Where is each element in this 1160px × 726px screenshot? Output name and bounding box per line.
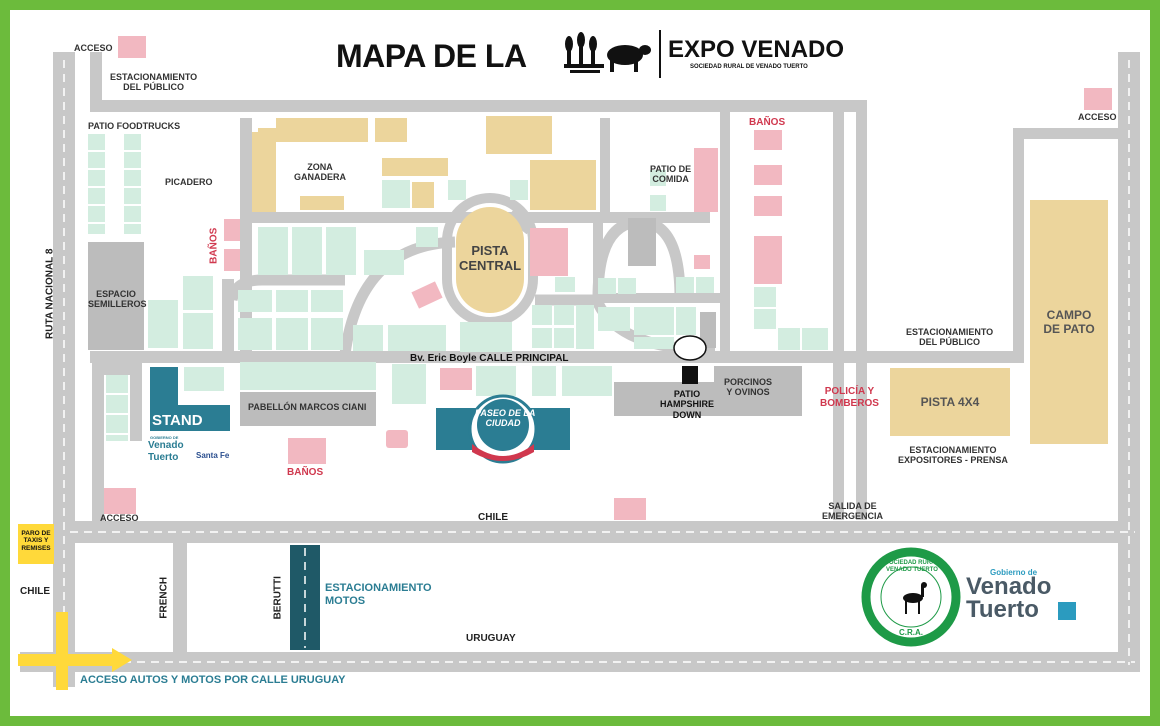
label-est-publico-right: ESTACIONAMIENTO DEL PÚBLICO bbox=[906, 327, 994, 348]
label-salida: SALIDA DE EMERGENCIA bbox=[822, 501, 884, 522]
label-est-motos: ESTACIONAMIENTO MOTOS bbox=[325, 582, 432, 607]
label-paro-taxis: PARO DE TAXIS Y REMISES bbox=[21, 530, 51, 552]
label-pista-4x4: PISTA 4X4 bbox=[920, 395, 980, 409]
sheep-icon bbox=[673, 335, 707, 361]
road-acceso-autos: ACCESO AUTOS Y MOTOS POR CALLE URUGUAY bbox=[80, 674, 346, 686]
label-acceso-bottom: ACCESO bbox=[100, 513, 139, 523]
brand-subtitle: SOCIEDAD RURAL DE VENADO TUERTO bbox=[690, 64, 808, 70]
label-calle-principal: Bv. Eric Boyle CALLE PRINCIPAL bbox=[410, 353, 569, 364]
pista-central bbox=[456, 207, 524, 313]
label-banos-top: BAÑOS bbox=[749, 117, 786, 128]
gob-venado-logo: Venado Tuerto bbox=[966, 573, 1052, 623]
label-est-publico-top: ESTACIONAMIENTO DEL PÚBLICO bbox=[110, 72, 198, 93]
label-patio-foodtrucks: PATIO FOODTRUCKS bbox=[88, 121, 181, 131]
road-markings bbox=[25, 60, 1135, 680]
road-chile-left: CHILE bbox=[20, 586, 50, 597]
label-paseo: PASEO DE LA CIUDAD bbox=[475, 408, 536, 429]
map-title: MAPA DE LA bbox=[336, 38, 527, 74]
deer-icon bbox=[903, 582, 927, 614]
taxi-stop bbox=[18, 524, 54, 564]
label-porcinos: PORCINOS Y OVINOS bbox=[724, 377, 773, 398]
pink-blocks bbox=[104, 36, 1112, 520]
label-pabellon: PABELLÓN MARCOS CIANI bbox=[248, 402, 367, 412]
road-uruguay: URUGUAY bbox=[466, 633, 516, 644]
label-banos-left: BAÑOS bbox=[208, 227, 220, 264]
label-banos-bottom: BAÑOS bbox=[287, 467, 324, 478]
hampshire-marker bbox=[682, 366, 698, 384]
label-stand: STAND bbox=[152, 412, 203, 429]
label-acceso-right: ACCESO bbox=[1078, 112, 1117, 122]
sociedad-seal-text: SOCIEDAD RURAL VENADO TUERTO bbox=[884, 560, 940, 573]
stand-block-h bbox=[150, 405, 230, 431]
label-patio-comida: PATIO DE COMIDA bbox=[650, 164, 692, 185]
label-acceso-top: ACCESO bbox=[74, 43, 113, 53]
stand-venado-logo: Venado Tuerto bbox=[148, 440, 184, 463]
wheat-cow-logo bbox=[564, 32, 651, 73]
label-picadero: PICADERO bbox=[165, 177, 213, 187]
brand-title: EXPO VENADO bbox=[668, 36, 845, 63]
road-french: FRENCH bbox=[158, 576, 170, 619]
label-policia: POLICÍA Y BOMBEROS bbox=[820, 386, 879, 409]
label-est-expositores: ESTACIONAMIENTO EXPOSITORES - PRENSA bbox=[898, 445, 1008, 466]
gob-logo-badge bbox=[1058, 602, 1076, 620]
mint-blocks bbox=[88, 134, 828, 441]
road-chile: CHILE bbox=[478, 512, 508, 523]
gob-small: Gobierno de bbox=[990, 568, 1038, 577]
stand-gob-small: Gobierno de bbox=[150, 435, 179, 440]
road-berutti: BERUTTI bbox=[272, 576, 284, 620]
label-pista-central: PISTA CENTRAL bbox=[458, 243, 522, 273]
label-patio-hampshire: PATIO HAMPSHIRE DOWN bbox=[660, 389, 715, 420]
label-zona-ganadera: ZONA GANADERA bbox=[294, 162, 347, 183]
label-campo-pato: CAMPO DE PATO bbox=[1043, 308, 1095, 336]
road-ruta-8: RUTA NACIONAL 8 bbox=[44, 248, 56, 339]
label-espacio-semilleros: ESPACIO SEMILLEROS bbox=[88, 289, 147, 310]
gray-blocks bbox=[88, 218, 802, 426]
sociedad-cra: C.R.A. bbox=[899, 628, 923, 637]
tan-blocks bbox=[252, 116, 1108, 444]
stand-santafe-logo: Santa Fe bbox=[196, 451, 230, 460]
access-arrow bbox=[18, 612, 132, 690]
